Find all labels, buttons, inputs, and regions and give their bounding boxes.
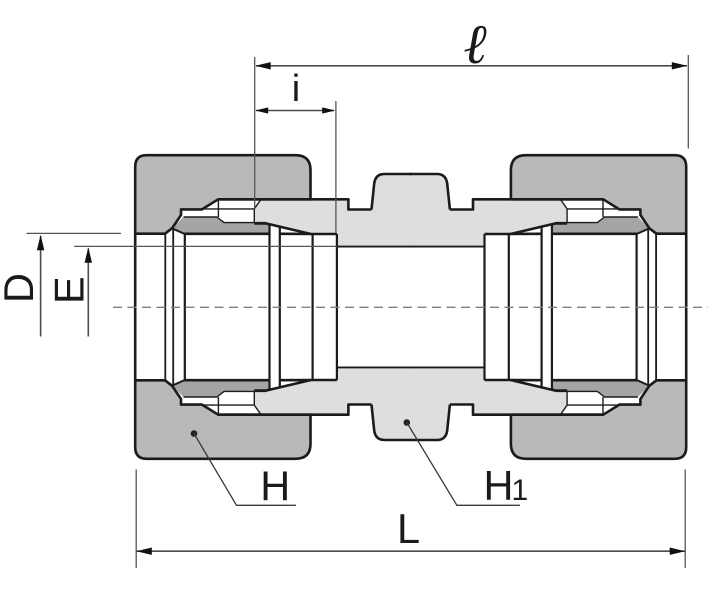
svg-text:E: E (46, 276, 93, 304)
svg-text:H: H (484, 462, 514, 509)
svg-text:H: H (260, 463, 290, 510)
svg-text:1: 1 (512, 474, 529, 507)
svg-text:D: D (0, 273, 42, 303)
svg-text:L: L (397, 505, 420, 552)
svg-text:ℓ: ℓ (463, 14, 487, 76)
svg-text:i: i (292, 68, 300, 110)
